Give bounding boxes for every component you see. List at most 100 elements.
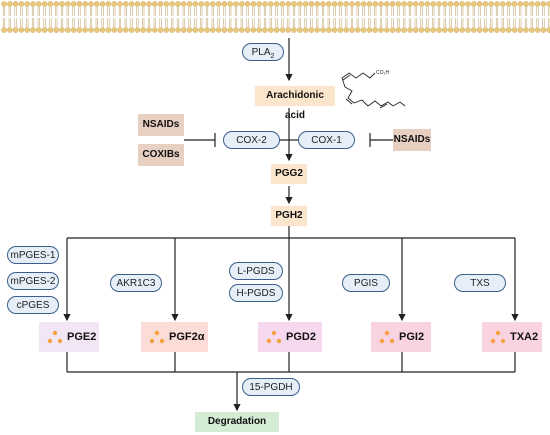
lipid-head xyxy=(30,27,36,33)
lipid-head xyxy=(331,1,338,7)
lipid-head xyxy=(186,1,193,7)
lipid-head xyxy=(238,1,245,7)
txa2-label: TXA2 xyxy=(510,331,539,343)
mpges1-enzyme: mPGES-1 xyxy=(7,246,59,264)
lipid-head xyxy=(325,27,332,33)
lipid-head xyxy=(105,27,112,33)
lipid-head xyxy=(128,1,135,7)
lipid-head xyxy=(470,27,477,33)
lipid-head xyxy=(76,27,83,33)
lipid-head xyxy=(453,1,460,7)
lipid-head xyxy=(233,27,239,33)
lipid-head xyxy=(383,1,390,7)
lipid-head xyxy=(279,1,286,7)
lipid-head xyxy=(511,1,518,7)
lipid-head xyxy=(308,27,315,33)
lipid-head xyxy=(372,1,379,7)
lipid-head xyxy=(436,27,442,33)
lipid-head xyxy=(192,27,199,33)
lipid-head xyxy=(540,27,547,33)
lipid-head xyxy=(459,27,466,33)
lipid-head xyxy=(488,27,495,33)
lipid-head xyxy=(70,1,77,7)
lipid-head xyxy=(94,27,100,33)
lipid-head xyxy=(157,1,164,7)
lipid-head xyxy=(430,1,437,7)
lipid-head xyxy=(529,1,535,7)
lipid-head xyxy=(123,1,129,7)
lipid-head xyxy=(320,27,326,33)
lipid-head xyxy=(360,1,367,7)
lipid-head xyxy=(296,1,303,7)
pla2-enzyme: PLA2 xyxy=(242,43,284,61)
pgg2-node: PGG2 xyxy=(271,164,307,184)
lipid-head xyxy=(366,1,373,7)
lipid-head xyxy=(494,1,500,7)
lipid-head xyxy=(117,27,123,33)
lipid-head xyxy=(540,1,547,7)
cox1-enzyme: COX-1 xyxy=(298,131,355,149)
molecule-dots-icon xyxy=(47,330,63,344)
lipid-head xyxy=(59,1,65,7)
pgd2-product: PGD2 xyxy=(258,322,322,352)
molecule-dots-icon xyxy=(490,330,506,344)
lipid-head xyxy=(99,27,106,33)
lipid-head xyxy=(412,27,419,33)
lipid-head xyxy=(378,1,384,7)
lipid-head xyxy=(476,1,483,7)
nsaids-inhibitor-left: NSAIDs xyxy=(138,114,184,136)
lipid-head xyxy=(308,1,315,7)
lipid-head xyxy=(534,1,541,7)
cpges-enzyme: cPGES xyxy=(7,296,59,314)
lipid-head xyxy=(273,1,280,7)
lipid-head xyxy=(7,27,13,33)
lipid-head xyxy=(291,1,297,7)
lipid-head xyxy=(354,1,361,7)
lipid-head xyxy=(389,1,396,7)
pgf2a-product: PGF2α xyxy=(141,322,208,352)
lipid-head xyxy=(123,27,129,33)
lipid-head xyxy=(47,1,54,7)
mpges2-enzyme: mPGES-2 xyxy=(7,272,59,290)
pgh2-node: PGH2 xyxy=(271,206,307,226)
lipid-head xyxy=(291,27,297,33)
pgd2-label: PGD2 xyxy=(286,331,316,343)
molecule-dots-icon xyxy=(379,330,395,344)
lipid-head xyxy=(244,27,251,33)
15-pgdh-enzyme: 15-PGDH xyxy=(242,378,300,396)
lipid-head xyxy=(88,27,94,33)
lipid-head xyxy=(285,27,292,33)
pge2-product: PGE2 xyxy=(39,322,99,352)
lipid-head xyxy=(169,1,175,7)
lipid-head xyxy=(180,1,187,7)
pla2-subscript: 2 xyxy=(270,53,275,60)
lipid-head xyxy=(418,1,425,7)
lipid-head xyxy=(146,1,152,7)
cox2-enzyme: COX-2 xyxy=(223,131,280,149)
lipid-head xyxy=(337,27,344,33)
lipid-head xyxy=(82,27,88,33)
lipid-head xyxy=(441,1,448,7)
lipid-head xyxy=(41,1,48,7)
lipid-head xyxy=(151,1,158,7)
lipid-head xyxy=(94,1,100,7)
lipid-head xyxy=(343,27,350,33)
lipid-head xyxy=(198,1,204,7)
lipid-head xyxy=(378,27,384,33)
akr1c3-enzyme: AKR1C3 xyxy=(110,274,162,292)
lipid-head xyxy=(157,27,164,33)
lipid-head xyxy=(53,27,60,33)
lipid-head xyxy=(523,27,529,33)
lipid-head xyxy=(111,1,117,7)
pgi2-label: PGI2 xyxy=(399,331,425,343)
lipid-head xyxy=(511,27,518,33)
lipid-head xyxy=(302,1,309,7)
lipid-head xyxy=(523,1,529,7)
lipid-head xyxy=(262,27,268,33)
lipid-head xyxy=(273,27,280,33)
lipid-head xyxy=(499,27,506,33)
lipid-head xyxy=(36,27,42,33)
lipid-head xyxy=(383,27,390,33)
lipid-head xyxy=(325,1,332,7)
lipid-head xyxy=(389,27,396,33)
